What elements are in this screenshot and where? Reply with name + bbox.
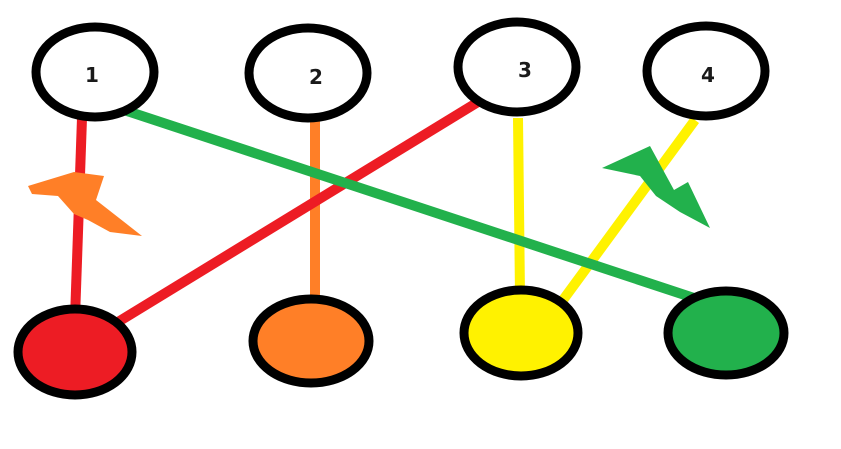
node-4-circle [642, 21, 770, 121]
node-2: 2 [244, 23, 372, 123]
node-4-label: 4 [701, 63, 715, 87]
yellow-node [459, 285, 583, 381]
node-4: 4 [642, 21, 770, 121]
green-node [663, 286, 789, 380]
node-1: 1 [31, 22, 159, 122]
line-3-red [115, 97, 481, 327]
top-nodes: 1 2 3 4 [31, 17, 770, 123]
orange-marker [28, 172, 142, 236]
node-2-circle [244, 23, 372, 123]
node-3-label: 3 [518, 58, 532, 82]
connection-lines [70, 97, 702, 327]
line-4-yellow [558, 117, 700, 303]
orange-node [248, 294, 374, 388]
line-3-yellow [513, 117, 525, 297]
line-1-red [70, 117, 87, 319]
green-marker [602, 146, 710, 228]
node-3: 3 [453, 17, 581, 117]
node-3-circle [453, 17, 581, 117]
red-node [13, 304, 137, 400]
direction-markers [28, 146, 710, 236]
node-1-circle [31, 22, 159, 122]
bottom-nodes [13, 285, 789, 400]
node-1-label: 1 [85, 63, 99, 87]
line-1-green [116, 103, 702, 305]
node-2-label: 2 [309, 65, 323, 89]
